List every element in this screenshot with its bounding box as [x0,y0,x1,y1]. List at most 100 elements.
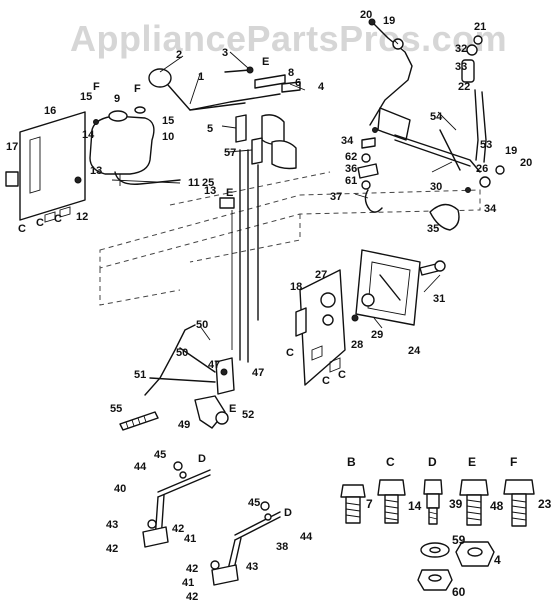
callout-cCf: C [338,369,346,381]
callout-c55: 55 [110,403,122,415]
callout-cCc: C [54,213,62,225]
callout-c15b: 15 [162,115,174,127]
callout-c42a: 42 [172,523,184,535]
callout-c44b: 44 [300,531,313,543]
callout-c5: 5 [207,123,213,135]
hardware-part-number-60: 60 [452,585,466,599]
callout-c41a: 41 [184,533,196,545]
bolt-d [423,479,443,525]
callout-c41b: 41 [182,577,194,589]
hardware-letter-e: E [468,455,476,469]
callout-cCa: C [18,223,26,235]
callout-c57: 57 [224,147,236,159]
callout-c38: 38 [276,541,288,553]
callout-c43a: 43 [106,519,118,531]
callout-c28: 28 [351,339,363,351]
lower-linkage-assembly [119,324,235,431]
callout-c54: 54 [430,111,443,123]
callout-c45b: 45 [248,497,260,509]
callout-c29: 29 [371,329,383,341]
watermark-logo: AppliancePartsPros.com [70,18,508,59]
callout-c35: 35 [427,223,439,235]
callout-c43b: 43 [246,561,258,573]
callout-c14: 14 [82,129,95,141]
callout-cDb: D [284,507,292,519]
callout-c24: 24 [408,345,421,357]
callout-c20a: 20 [360,9,372,21]
callout-c52: 52 [242,409,254,421]
hardware-part-number-23: 23 [538,497,552,511]
callout-c12: 12 [76,211,88,223]
callout-cCe: C [322,375,330,387]
hardware-part-number-39: 39 [449,497,463,511]
callout-c31: 31 [433,293,445,305]
callout-c1: 1 [198,71,204,83]
callout-c20b: 20 [520,157,532,169]
linkage-assembly-38 [210,501,281,586]
callout-c37: 37 [330,191,342,203]
callout-cDa: D [198,453,206,465]
hardware-letter-b: B [347,455,356,469]
callout-c30: 30 [430,181,442,193]
callout-c18: 18 [290,281,302,293]
callout-c53: 53 [480,139,492,151]
callout-c26: 26 [476,163,488,175]
shift-lever-assembly [148,66,301,363]
callout-c2: 2 [176,49,182,61]
hardware-letter-f: F [510,455,517,469]
hardware-letter-d: D [428,455,437,469]
callout-c9: 9 [114,93,120,105]
nut-4 [455,541,495,567]
callout-cE1: E [262,56,269,68]
callout-c49: 49 [178,419,190,431]
callout-cE3: E [229,403,236,415]
callout-cCb: C [36,217,44,229]
bolt-e [459,479,489,526]
bolt-c [377,479,406,524]
bolt-f [503,479,535,527]
callout-cE2: E [226,187,233,199]
callout-c47a: 47 [208,359,220,371]
hardware-part-number-59: 59 [452,533,466,547]
callout-c25: 25 [202,177,214,189]
callout-c50a: 50 [196,319,208,331]
nut-60 [417,569,453,591]
callout-c50b: 50 [176,347,188,359]
callout-c47b: 47 [252,367,264,379]
callout-c40: 40 [114,483,126,495]
brake-pedal-assembly [357,18,505,231]
callout-c10: 10 [162,131,174,143]
callout-c13b: 13 [204,185,216,197]
callout-c19b: 19 [505,145,517,157]
callout-c16: 16 [44,105,56,117]
callout-c42c: 42 [186,563,198,575]
washer-59 [420,542,450,558]
callout-c19a: 19 [383,15,395,27]
hardware-part-number-4: 4 [494,553,501,567]
callout-c42b: 42 [106,543,118,555]
callout-c27: 27 [315,269,327,281]
fuel-tank-assembly [5,106,181,223]
callout-c62: 62 [345,151,357,163]
callout-c32: 32 [455,43,467,55]
callout-c36: 36 [345,163,357,175]
callout-c8: 8 [288,67,294,79]
chassis-frame [99,171,481,306]
hardware-part-number-7: 7 [366,497,373,511]
callout-c34a: 34 [341,135,354,147]
callout-cF1: F [93,81,100,93]
callout-cCd: C [286,347,294,359]
callout-c13a: 13 [90,165,102,177]
hardware-part-number-14: 14 [408,499,422,513]
hardware-part-number-48: 48 [490,499,504,513]
hardware-letter-c: C [386,455,395,469]
callout-c17: 17 [6,141,18,153]
callout-c45a: 45 [154,449,166,461]
callout-cF2: F [134,83,141,95]
callout-c21: 21 [474,21,486,33]
callout-c42d: 42 [186,591,198,600]
callout-c6: 6 [295,77,301,89]
